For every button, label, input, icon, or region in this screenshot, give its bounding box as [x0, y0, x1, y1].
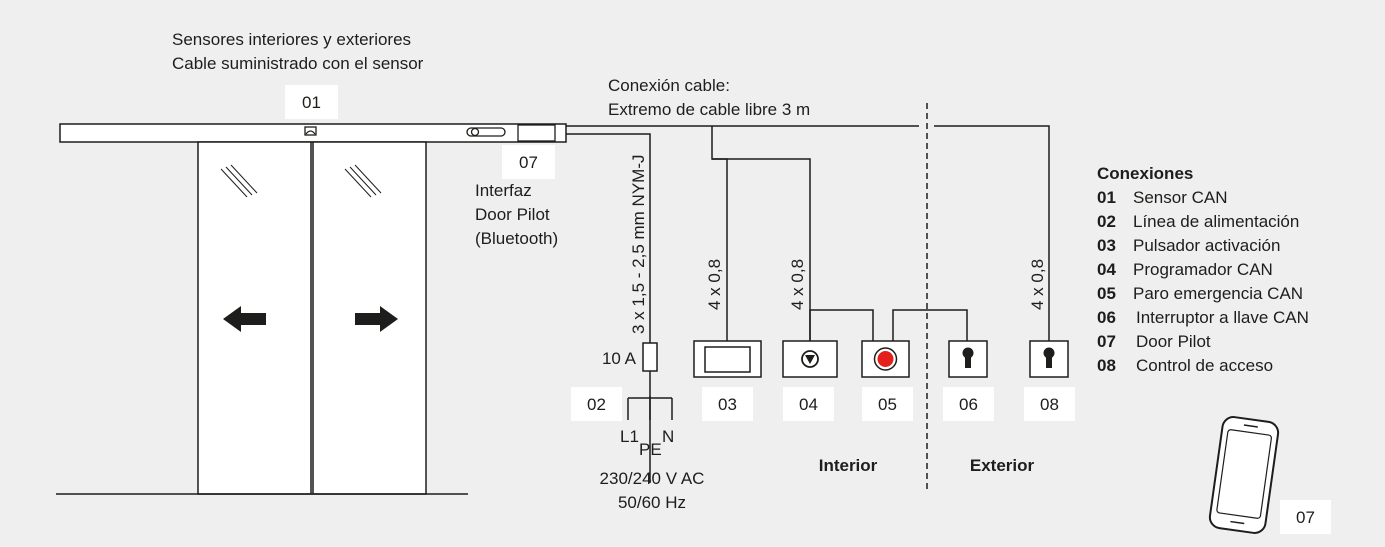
sensor-note-line1: Sensores interiores y exteriores — [172, 30, 411, 49]
cable-03-label: 4 x 0,8 — [705, 259, 724, 310]
mains-cable-label: 3 x 1,5 - 2,5 mm NYM-J — [629, 155, 648, 334]
cable-note-line1: Conexión cable: — [608, 76, 730, 95]
supply-frequency: 50/60 Hz — [618, 493, 686, 512]
label-box-01 — [285, 85, 338, 119]
legend-title: Conexiones — [1097, 164, 1193, 183]
legend-num: 03 — [1097, 236, 1116, 255]
fuse-rating: 10 A — [602, 349, 637, 368]
label-box-07-phone — [1280, 500, 1331, 534]
legend-num: 01 — [1097, 188, 1116, 207]
access-control-device — [1029, 340, 1069, 378]
door-pilot-module-icon — [466, 124, 556, 142]
label-box-02 — [571, 387, 622, 421]
label-08: 08 — [1040, 395, 1059, 414]
legend: Conexiones 01 Sensor CAN 02 Línea de ali… — [1097, 164, 1309, 375]
arrow-left-icon — [223, 306, 266, 332]
cable-note-line2: Extremo de cable libre 3 m — [608, 100, 810, 119]
zone-exterior: Exterior — [970, 456, 1035, 475]
label-06: 06 — [959, 395, 978, 414]
push-button-icon — [704, 346, 751, 373]
smartphone-icon — [1208, 416, 1280, 534]
cable-04-label: 4 x 0,8 — [788, 259, 807, 310]
label-02: 02 — [587, 395, 606, 414]
label-box-03 — [702, 387, 753, 421]
supply-voltage: 230/240 V AC — [600, 469, 705, 488]
label-03: 03 — [718, 395, 737, 414]
zone-interior: Interior — [819, 456, 878, 475]
interface-note-line2: Door Pilot — [475, 205, 550, 224]
legend-label: Línea de alimentación — [1133, 212, 1299, 231]
label-05: 05 — [878, 395, 897, 414]
label-04: 04 — [799, 395, 818, 414]
interface-note-line3: (Bluetooth) — [475, 229, 558, 248]
terminal-pe: PE — [639, 440, 662, 459]
legend-label: Pulsador activación — [1133, 236, 1280, 255]
label-box-06 — [943, 387, 994, 421]
glass-hatch-icon — [220, 164, 382, 198]
legend-label: Control de acceso — [1136, 356, 1273, 375]
legend-label: Paro emergencia CAN — [1133, 284, 1303, 303]
legend-num: 06 — [1097, 308, 1116, 327]
label-01: 01 — [302, 93, 321, 112]
terminal-l1: L1 — [620, 427, 639, 446]
emergency-stop-device — [861, 340, 910, 378]
keyhole-icon — [1043, 347, 1055, 368]
sensor-note-line2: Cable suministrado con el sensor — [172, 54, 424, 73]
label-box-04 — [783, 387, 834, 421]
label-07-phone: 07 — [1296, 508, 1315, 527]
label-box-07-module — [502, 145, 555, 179]
legend-num: 04 — [1097, 260, 1116, 279]
key-switch-device — [948, 340, 988, 378]
legend-num: 08 — [1097, 356, 1116, 375]
programmer-device — [782, 340, 838, 378]
arrow-right-icon — [355, 306, 398, 332]
terminal-n: N — [662, 427, 674, 446]
emergency-stop-icon — [877, 351, 894, 367]
legend-label: Programador CAN — [1133, 260, 1273, 279]
cable-08-label: 4 x 0,8 — [1028, 259, 1047, 310]
keyhole-icon — [962, 347, 974, 368]
legend-label: Door Pilot — [1136, 332, 1211, 351]
legend-num: 05 — [1097, 284, 1116, 303]
legend-label: Interruptor a llave CAN — [1136, 308, 1309, 327]
label-box-05 — [862, 387, 913, 421]
legend-label: Sensor CAN — [1133, 188, 1227, 207]
push-button-device — [693, 340, 762, 378]
sensor-icon — [304, 126, 317, 136]
legend-num: 02 — [1097, 212, 1116, 231]
interface-note-line1: Interfaz — [475, 181, 532, 200]
label-box-08 — [1024, 387, 1075, 421]
label-07-module: 07 — [519, 153, 538, 172]
fuse-icon — [642, 342, 658, 372]
legend-num: 07 — [1097, 332, 1116, 351]
